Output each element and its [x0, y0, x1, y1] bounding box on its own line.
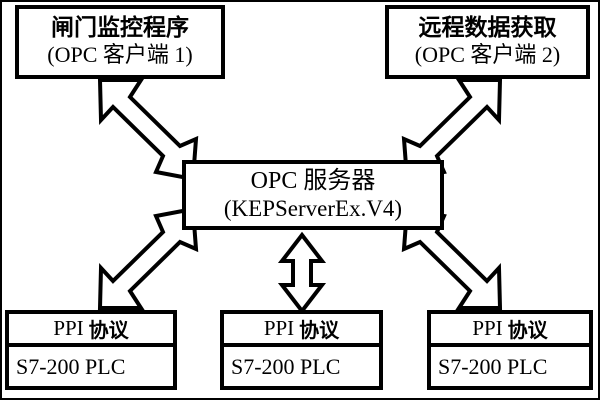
client-1-title: 闸门监控程序 — [51, 15, 189, 42]
server-title: OPC 服务器 — [250, 168, 376, 195]
plc-box-3[interactable]: PPI 协议 S7-200 PLC — [427, 310, 593, 390]
plc-1-protocol-cn: 协议 — [88, 318, 129, 342]
plc-1-protocol-en: PPI — [53, 316, 84, 340]
server-subtitle: (KEPServerEx.V4) — [223, 196, 403, 222]
plc-box-2[interactable]: PPI 协议 S7-200 PLC — [220, 310, 383, 390]
plc-3-model: S7-200 PLC — [438, 353, 548, 379]
plc-1-model-cell: S7-200 PLC — [9, 347, 173, 386]
plc-2-protocol-en: PPI — [263, 316, 295, 340]
plc-3-protocol-cn: 协议 — [507, 318, 548, 342]
plc-3-protocol-cell: PPI 协议 — [431, 314, 589, 347]
plc-1-model: S7-200 PLC — [16, 353, 126, 379]
opc-server-box[interactable]: OPC 服务器 (KEPServerEx.V4) — [182, 160, 444, 230]
plc-3-model-cell: S7-200 PLC — [431, 347, 589, 386]
plc-box-1[interactable]: PPI 协议 S7-200 PLC — [5, 310, 177, 390]
plc-3-protocol-en: PPI — [472, 316, 503, 340]
client-box-2[interactable]: 远程数据获取 (OPC 客户端 2) — [385, 5, 590, 79]
plc-2-protocol-cn: 协议 — [299, 318, 340, 342]
plc-2-protocol-cell: PPI 协议 — [224, 314, 379, 347]
plc-1-protocol-cell: PPI 协议 — [9, 314, 173, 347]
arrow-server-plc2 — [277, 231, 327, 315]
client-box-1[interactable]: 闸门监控程序 (OPC 客户端 1) — [15, 5, 225, 79]
client-1-subtitle: (OPC 客户端 1) — [47, 42, 193, 68]
plc-2-model: S7-200 PLC — [231, 353, 341, 379]
client-2-title: 远程数据获取 — [418, 15, 557, 42]
plc-2-model-cell: S7-200 PLC — [224, 347, 379, 386]
client-2-subtitle: (OPC 客户端 2) — [414, 42, 561, 68]
